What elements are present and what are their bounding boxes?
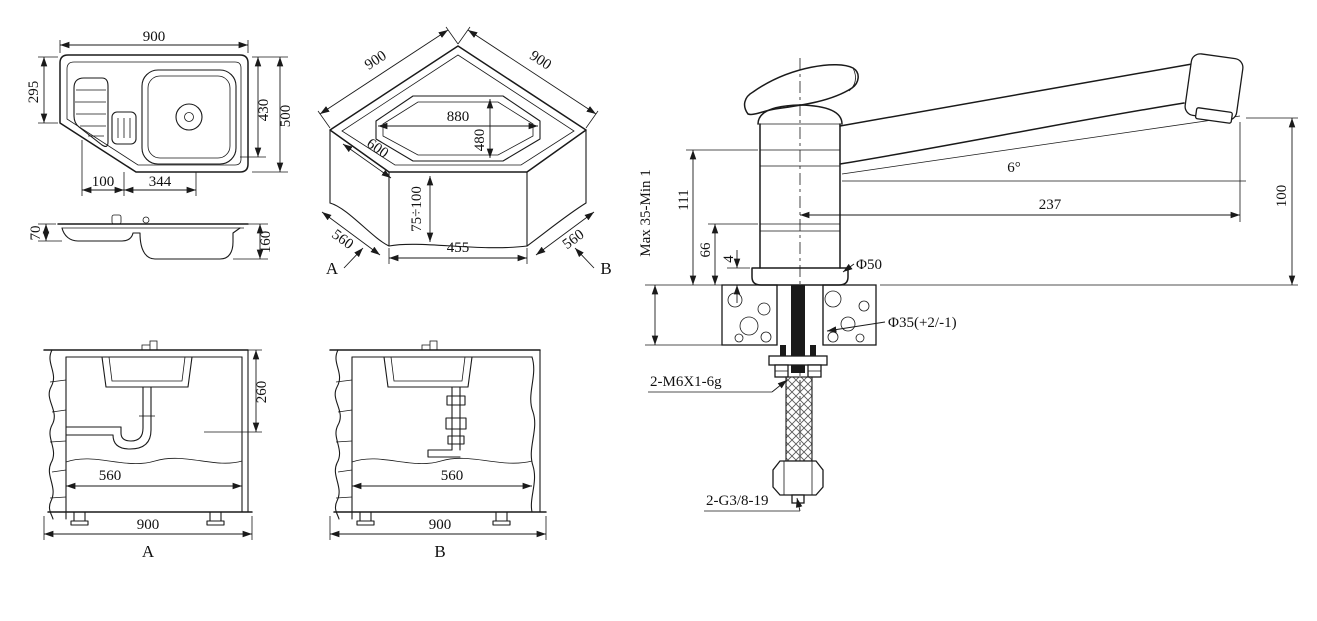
dim-cabinet-a-inner: 560: [99, 468, 122, 484]
threaded-shank: [791, 285, 805, 373]
dim-spout-angle: 6°: [1007, 160, 1021, 176]
dim-profile-bowl-depth: 160: [258, 231, 274, 254]
right-wall-a: [241, 349, 249, 513]
small-basin: [111, 111, 137, 145]
corner-iso-view: 900 900 600 880 480 75÷100 560 455 560 A…: [317, 26, 612, 278]
dim-iso-bowl-depth: 480: [472, 129, 488, 152]
sink-outline: [59, 54, 249, 173]
profile-fitting: [111, 214, 122, 225]
counter-block-right: [822, 284, 877, 346]
drainboard: [73, 77, 109, 147]
faucet-leaders: [733, 250, 886, 512]
counter-block-left: [721, 284, 778, 346]
iso-dimensions: [319, 29, 597, 262]
bowl-section-b: [383, 356, 473, 388]
clamp-plate: [768, 355, 828, 366]
dim-cabinet-b-outer: 900: [429, 517, 452, 533]
iso-front-edges: [329, 129, 587, 247]
main-bowl: [141, 69, 237, 165]
dim-iso-back-left: 900: [362, 48, 390, 74]
cabinet-a-view: 260 560 900 A: [43, 340, 270, 561]
dim-iso-front-left: 560: [329, 227, 357, 253]
base-flange: [751, 267, 849, 286]
dim-outlet-height: 100: [1274, 185, 1290, 208]
spout-bottom: [839, 102, 1185, 165]
view-a-label: A: [326, 259, 339, 278]
label-underlines: [648, 391, 800, 512]
view-b-arrow-icon: [574, 247, 595, 269]
cabinet-a-dimensions: [44, 350, 260, 538]
dim-sink-left-height: 295: [26, 81, 42, 104]
dim-iso-back-right: 900: [526, 48, 554, 74]
drain-elbow-b: [427, 449, 461, 458]
right-wall-b: [530, 356, 536, 513]
sink-profile-view: 70 160: [28, 214, 274, 260]
profile-dimensions: [42, 224, 264, 259]
dim-clamp-range: Max 35-Min 1: [638, 169, 654, 257]
faucet-body: [759, 123, 841, 269]
dim-iso-front-cut: 455: [447, 240, 470, 256]
braided-hose: [785, 376, 813, 462]
bowl-section-a: [101, 356, 193, 388]
dim-cabinet-b-inner: 560: [441, 468, 464, 484]
dim-sink-inner-height: 430: [256, 99, 272, 122]
cabinet-b-view: 560 900 B: [329, 340, 547, 561]
dim-profile-left-depth: 70: [28, 226, 44, 241]
dim-height-4: 4: [721, 255, 737, 263]
drain-icon: [175, 103, 203, 131]
dim-sink-bowl-width: 344: [149, 174, 172, 190]
angle-reference-lines: [841, 115, 1246, 182]
cabinet-b-dimensions: [330, 482, 546, 538]
dim-height-111: 111: [676, 189, 692, 210]
iso-view-arrows: [343, 247, 595, 269]
mini-faucet-b: [429, 340, 438, 351]
sink-top-view: 900 295 430 500 100 344: [26, 29, 294, 196]
cabinet-b-label: B: [434, 542, 445, 561]
dim-sink-width: 900: [143, 29, 166, 45]
dim-sink-outer-height: 500: [278, 105, 294, 128]
masonry-wall-a: [48, 349, 55, 520]
mini-faucet-a: [149, 340, 158, 351]
faucet-view: Max 35-Min 1 111 66 4 6° 237 100 Φ50 Φ35…: [638, 53, 1298, 512]
dim-iso-apron: 75÷100: [409, 186, 425, 232]
sink-top-dimensions: [40, 41, 284, 194]
spout-top: [839, 63, 1193, 127]
dim-base-diameter: Φ50: [856, 257, 882, 273]
profile-body: [61, 227, 241, 260]
mounting-hole: [776, 284, 824, 346]
masonry-wall-b: [334, 349, 341, 520]
faucet-dimensions: [651, 118, 1296, 345]
view-b-label: B: [600, 259, 611, 278]
dim-iso-side: 600: [363, 136, 391, 162]
dim-iso-front-right: 560: [560, 227, 588, 253]
dim-sink-offset: 100: [92, 174, 115, 190]
dim-spout-reach: 237: [1039, 197, 1062, 213]
iso-bowl: [375, 95, 541, 162]
view-a-arrow-icon: [343, 247, 364, 269]
aerator: [1194, 107, 1233, 124]
break-line-a: [65, 457, 243, 464]
dim-cabinet-a-outer: 900: [137, 517, 160, 533]
body-dome: [757, 104, 843, 125]
dim-hole-diameter: Φ35(+2/-1): [888, 315, 957, 331]
drain-pipe-a: [142, 386, 152, 421]
cabinet-a-label: A: [142, 542, 155, 561]
p-trap-a: [120, 419, 144, 442]
lever-handle: [743, 63, 859, 116]
dim-hose-thread: 2-G3/8-19: [706, 493, 769, 509]
dim-stud-thread: 2-M6X1-6g: [650, 374, 722, 390]
dim-height-66: 66: [698, 242, 714, 258]
hose-connector-nut: [772, 460, 824, 496]
dim-iso-bowl-width: 880: [447, 109, 470, 125]
break-line-b: [351, 457, 533, 464]
dim-cabinet-a-depth: 260: [254, 381, 270, 404]
